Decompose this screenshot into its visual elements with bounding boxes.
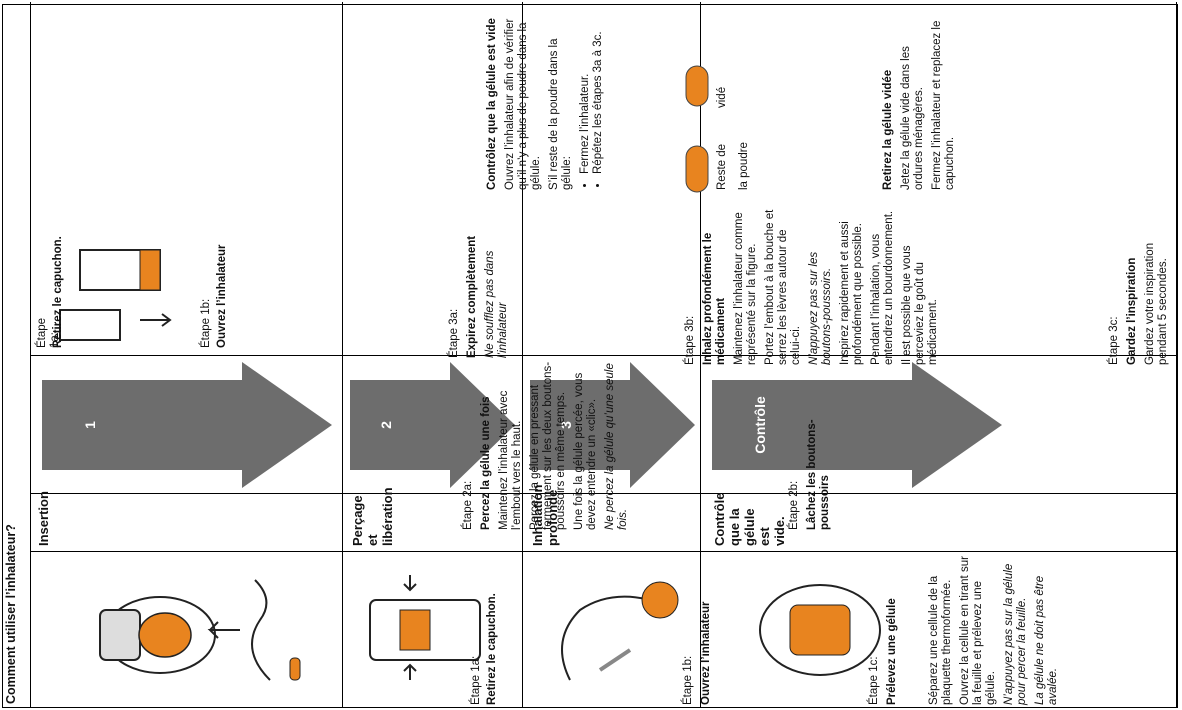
step-2a-p4: Ne percez la gélule qu’une seule fois.	[604, 363, 629, 530]
step-2b-block: Étape 2b: Lâchez les boutons-poussoirs	[788, 400, 837, 530]
check-bullet-1: Fermez l’inhalateur.	[579, 5, 592, 174]
inhaler-check-illustration	[759, 584, 881, 676]
step-2a-p2: Percez la gélule en pressant fermement s…	[529, 361, 567, 530]
step-1b-label-text: Étape 1b:	[682, 655, 694, 705]
step-3c-block: Étape 3c: Gardez l’inspiration Gardez vo…	[1108, 205, 1175, 365]
remove-p1: Jetez la gélule vide dans les ordures mé…	[900, 46, 925, 190]
step-3b-block: Étape 3b: Inhalez profondément le médica…	[684, 205, 939, 365]
column-divider	[30, 355, 1178, 356]
step-3b-p6: Il est possible que vous perceviez le go…	[901, 245, 939, 365]
step-1b-label: Étape 1b:	[200, 298, 212, 348]
step-1c-p1: Séparez une cellule de la plaquette ther…	[928, 575, 953, 705]
step-3b-p3: N’appuyez pas sur les boutons-poussoirs.	[808, 251, 833, 365]
step-2b-label: Étape 2b:	[788, 480, 800, 530]
step-3c-p1: Gardez votre inspiration pendant 5 secon…	[1144, 242, 1169, 365]
remove-cap-illustration	[59, 249, 172, 341]
step-3a-heading: Expirez complètement	[466, 235, 478, 358]
inhaler-pierce-illustration	[369, 575, 481, 680]
step-1a-heading-text: Retirez le capuchon.	[486, 593, 498, 705]
step-arrow-3	[530, 362, 695, 488]
step-2b-heading: Lâchez les boutons-poussoirs	[806, 419, 831, 530]
step-1c-block: Étape 1c: Prélevez une gélule	[868, 545, 904, 705]
step-2a-heading: Percez la gélule une fois	[480, 396, 492, 530]
step-1c-label: Étape 1c:	[868, 656, 880, 705]
step-1b-heading-text: Ouvrez l’inhalateur	[700, 601, 712, 705]
step-1b-heading: Ouvrez l’inhalateur	[216, 244, 228, 348]
step-2a-p1: Maintenez l’inhalateur avec l’embout ver…	[498, 390, 523, 530]
check-block: Contrôlez que la gélule est vide Ouvrez …	[486, 5, 706, 190]
step-3a-p1: Ne soufflez pas dans l’inhalateur	[484, 250, 509, 358]
capsule-powder-icon	[685, 145, 709, 193]
section-title-insertion: Insertion	[36, 491, 51, 546]
step-3b-p2: Portez l’embout à la bouche et serrez le…	[764, 209, 802, 365]
step-1c-p4: La gélule ne doit pas être avalée.	[1034, 575, 1059, 705]
step-1c-body: Séparez une cellule de la plaquette ther…	[928, 545, 1088, 705]
step-3b-p4: Inspirez rapidement et aussi profondémen…	[839, 221, 864, 365]
step-arrow-1	[42, 362, 332, 488]
step-3b-heading: Inhalez profondément le médicament	[702, 232, 727, 365]
remove-heading: Retirez la gélule vidée	[882, 69, 894, 190]
inhaler-insert-illustration	[99, 579, 301, 681]
remove-block: Retirez la gélule vidée Jetez la gélule …	[882, 5, 982, 190]
step-3b-label: Étape 3b:	[684, 315, 696, 365]
step-3c-heading: Gardez l’inspiration	[1126, 257, 1138, 365]
section-title-controle: Contrôle que la gélule est vide.	[712, 492, 787, 546]
step-2a-label: Étape 2a:	[462, 480, 474, 530]
step-1c-heading: Prélevez une gélule	[886, 598, 898, 705]
step-3b-p5: Pendant l’inhalation, vous entendrez un …	[870, 210, 895, 365]
check-p1: Ouvrez l’inhalateur afin de vérifier qu’…	[504, 18, 542, 190]
inhalation-illustration	[561, 581, 679, 681]
step-arrow-label-check: Contrôle	[752, 396, 768, 454]
capsule-empty-icon	[685, 65, 709, 107]
step-1a-label-text: Étape 1a:	[470, 655, 482, 705]
step-1a-heading: Retirez le capuchon.	[52, 236, 64, 348]
step-2a-p3: Une fois la gélule percée, vous devez en…	[573, 372, 598, 530]
remove-p2: Fermez l’inhalateur et replacez le capuc…	[931, 20, 956, 190]
step-arrow-check	[712, 362, 1002, 488]
step-2a-block: Étape 2a: Percez la gélule une fois Main…	[462, 360, 642, 530]
caps-left-label-2: la poudre	[738, 142, 750, 190]
step-3c-label: Étape 3c:	[1108, 316, 1120, 365]
step-1c-p2: Ouvrez la cellule en tirant sur la feuil…	[959, 556, 997, 705]
check-p2: S’il reste de la poudre dans la gélule:	[548, 38, 573, 190]
page-title: Comment utiliser l’inhalateur?	[4, 524, 18, 704]
step-arrow-label-2: 2	[378, 421, 394, 429]
step-3b-p1: Maintenez l’inhalateur comme représenté …	[733, 212, 758, 365]
step-1a-text: Étape 1a:	[470, 645, 483, 705]
check-heading: Contrôlez que la gélule est vide	[486, 18, 498, 190]
step-arrow-label-1: 1	[82, 421, 98, 429]
step-3a-label: Étape 3a:	[448, 308, 460, 358]
section-title-percage: Perçage et libération	[350, 487, 395, 546]
step-1c-p3: N’appuyez pas sur la gélule pour percer …	[1003, 563, 1028, 705]
check-bullet-2: Répétez les étapes 3a à 3c.	[592, 5, 605, 174]
step-3a-block: Étape 3a: Expirez complètement Ne souffl…	[448, 208, 515, 358]
step-arrow-2	[350, 362, 515, 488]
